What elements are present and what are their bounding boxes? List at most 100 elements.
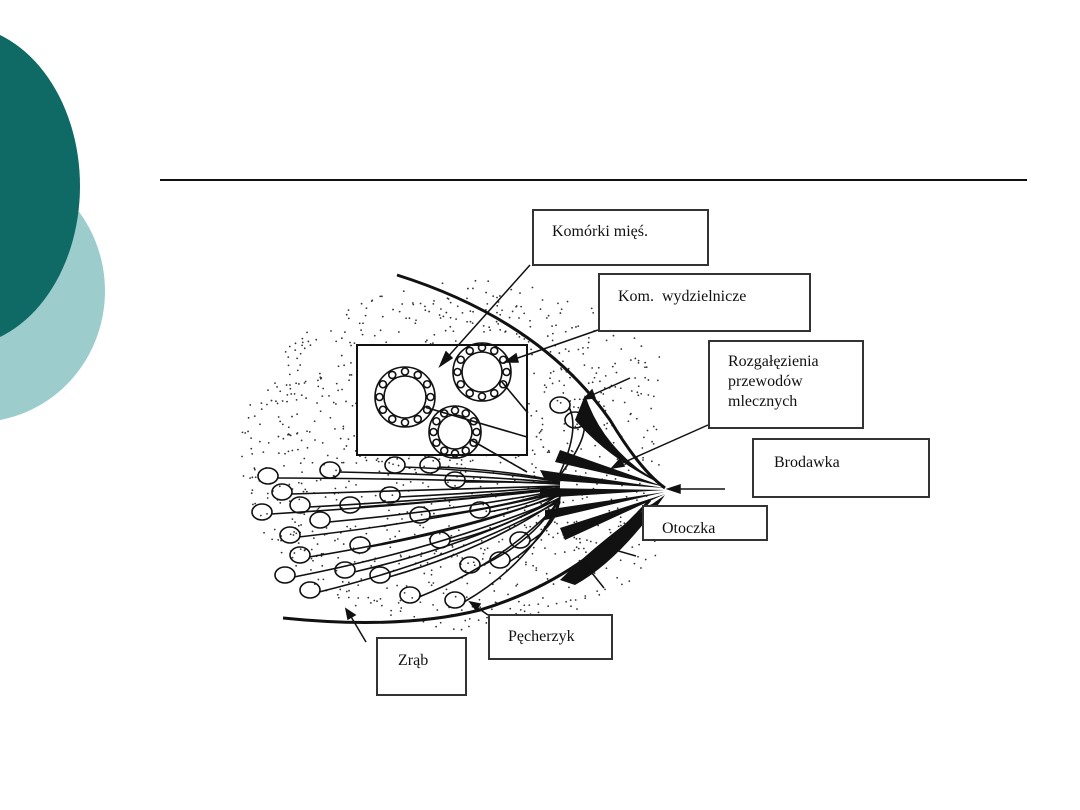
stipple-dot bbox=[534, 466, 537, 469]
stipple-dot bbox=[537, 603, 540, 606]
secretory-cell-icon bbox=[461, 446, 471, 455]
stipple-dot bbox=[456, 555, 459, 557]
stipple-dot bbox=[391, 494, 394, 497]
stipple-dot bbox=[337, 556, 340, 559]
stipple-dot bbox=[582, 353, 585, 355]
stipple-dot bbox=[335, 403, 337, 405]
stipple-dot bbox=[652, 443, 655, 445]
stipple-dot bbox=[496, 482, 499, 485]
stipple-dot bbox=[501, 309, 503, 312]
stipple-dot bbox=[343, 331, 346, 333]
stipple-dot bbox=[299, 462, 302, 465]
stipple-dot bbox=[279, 390, 282, 393]
stipple-dot bbox=[634, 377, 637, 379]
stipple-dot bbox=[259, 423, 261, 426]
stipple-dot bbox=[251, 453, 254, 455]
stipple-dot bbox=[549, 372, 552, 374]
stipple-dot bbox=[596, 590, 599, 593]
stipple-dot bbox=[515, 584, 518, 587]
stipple-dot bbox=[519, 609, 522, 611]
secretory-cell-icon bbox=[378, 379, 388, 389]
secretory-cell-icon bbox=[489, 388, 499, 398]
stipple-dot bbox=[482, 324, 485, 327]
stipple-dot bbox=[281, 423, 284, 426]
stipple-dot bbox=[530, 348, 533, 351]
label-muscle-cells: Komórki mięś. bbox=[532, 209, 709, 266]
stipple-dot bbox=[296, 432, 298, 435]
stipple-dot bbox=[300, 482, 303, 485]
stipple-dot bbox=[482, 552, 485, 555]
stipple-dot bbox=[578, 537, 581, 540]
stipple-dot bbox=[627, 469, 630, 472]
stipple-dot bbox=[530, 414, 533, 417]
label-duct-branches: Rozgałęzienia przewodów mlecznych bbox=[708, 340, 864, 429]
stipple-dot bbox=[571, 326, 573, 329]
stipple-dot bbox=[551, 382, 554, 385]
stipple-dot bbox=[584, 597, 587, 600]
stipple-dot bbox=[469, 320, 472, 323]
stipple-dot bbox=[349, 341, 351, 344]
stipple-dot bbox=[638, 482, 641, 485]
stipple-dot bbox=[390, 614, 392, 617]
stipple-dot bbox=[540, 539, 543, 541]
stipple-dot bbox=[489, 329, 492, 332]
stipple-dot bbox=[251, 476, 254, 479]
stipple-dot bbox=[604, 588, 606, 591]
stipple-dot bbox=[315, 338, 318, 341]
stipple-dot bbox=[468, 625, 470, 628]
stipple-dot bbox=[440, 308, 442, 310]
stipple-dot bbox=[573, 549, 576, 552]
stipple-dot bbox=[341, 461, 343, 464]
stipple-dot bbox=[326, 454, 329, 457]
stipple-dot bbox=[460, 463, 463, 466]
stipple-dot bbox=[427, 485, 430, 488]
stipple-dot bbox=[300, 394, 303, 397]
stipple-dot bbox=[586, 496, 588, 499]
stipple-dot bbox=[298, 498, 301, 501]
stipple-dot bbox=[499, 328, 502, 331]
secretory-cell-icon bbox=[439, 409, 449, 418]
stipple-dot bbox=[242, 475, 245, 477]
stipple-dot bbox=[642, 456, 644, 459]
stipple-dot bbox=[325, 527, 328, 529]
alveolus-icon bbox=[349, 536, 371, 554]
stipple-dot bbox=[658, 356, 661, 358]
stipple-dot bbox=[303, 347, 306, 350]
stipple-dot bbox=[596, 483, 598, 485]
alveolus-icon bbox=[274, 566, 296, 584]
stipple-dot bbox=[497, 323, 500, 325]
stipple-dot bbox=[520, 305, 523, 308]
stipple-dot bbox=[430, 573, 433, 576]
stipple-dot bbox=[316, 402, 318, 404]
stipple-dot bbox=[637, 385, 640, 388]
stipple-dot bbox=[551, 325, 553, 328]
stipple-dot bbox=[515, 305, 518, 307]
secretory-cell-icon bbox=[477, 343, 487, 352]
stipple-dot bbox=[517, 600, 520, 603]
stipple-dot bbox=[471, 459, 474, 462]
stipple-dot bbox=[296, 357, 299, 360]
stipple-dot bbox=[558, 380, 561, 382]
label-nipple: Brodawka bbox=[752, 438, 930, 498]
stipple-dot bbox=[293, 531, 296, 533]
stipple-dot bbox=[532, 564, 534, 567]
duct-line bbox=[463, 481, 561, 486]
stipple-dot bbox=[464, 619, 467, 622]
stipple-dot bbox=[567, 367, 570, 370]
stipple-dot bbox=[347, 438, 350, 441]
stipple-dot bbox=[542, 597, 544, 599]
stipple-dot bbox=[294, 349, 297, 352]
stipple-dot bbox=[547, 314, 550, 317]
stipple-dot bbox=[573, 521, 576, 524]
label-text: Pęcherzyk bbox=[508, 628, 575, 645]
duct-line bbox=[338, 471, 561, 484]
stipple-dot bbox=[297, 542, 300, 545]
stipple-dot bbox=[595, 372, 598, 375]
stipple-dot bbox=[592, 311, 595, 314]
stipple-dot bbox=[547, 449, 550, 452]
stipple-dot bbox=[423, 465, 426, 468]
stipple-dot bbox=[378, 470, 381, 473]
stipple-dot bbox=[523, 524, 526, 527]
acinus-ring bbox=[428, 405, 482, 459]
stipple-dot bbox=[590, 307, 593, 310]
